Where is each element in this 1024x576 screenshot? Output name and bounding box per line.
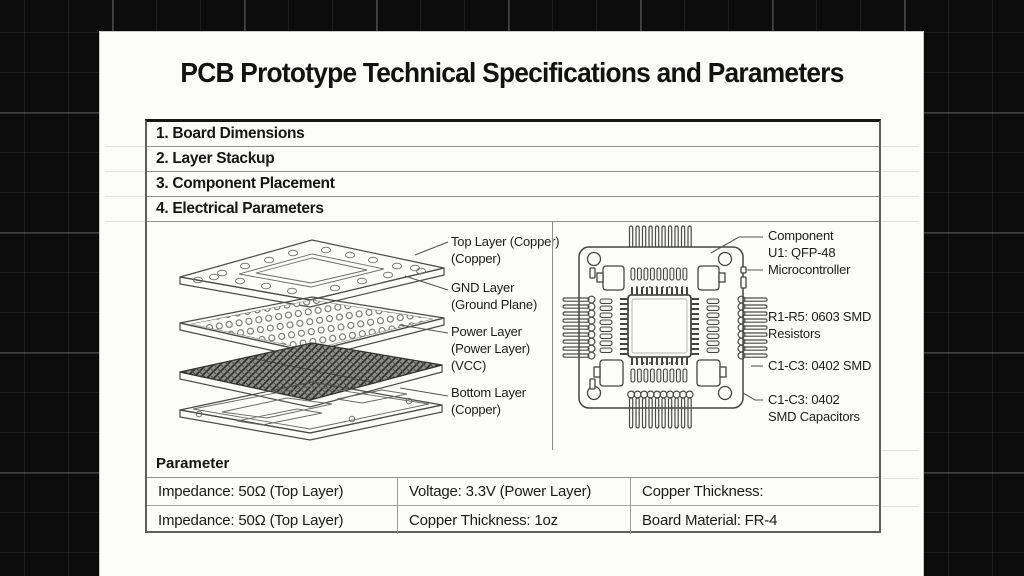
label-top-layer: Top Layer (Copper) (Copper) xyxy=(451,234,560,266)
corner-components xyxy=(589,265,747,390)
left-header-pins xyxy=(562,295,596,360)
component-placement-diagram-cell: Component U1: QFP-48 Microcontroller R1-… xyxy=(552,221,879,450)
right-header-pins xyxy=(737,295,768,360)
ruled-line xyxy=(105,196,145,197)
label-gnd-layer: GND Layer (Ground Plane) xyxy=(451,280,538,312)
bottom-smd-pads xyxy=(630,368,688,383)
ruled-line xyxy=(105,221,145,222)
section-row-layer-stackup: 2. Layer Stackup xyxy=(147,147,879,172)
top-dot-row xyxy=(636,286,684,288)
qfp-chip xyxy=(620,287,699,365)
pcb-top-view-diagram xyxy=(562,225,768,429)
parameter-table-header: Parameter xyxy=(147,450,879,478)
ruled-line xyxy=(882,506,919,507)
label-capacitors: C1-C3: 0402 SMD Capacitors xyxy=(768,392,860,424)
label-bottom-layer: Bottom Layer (Copper) xyxy=(451,385,526,417)
param-cell-impedance-2: Impedance: 50Ω (Top Layer) xyxy=(158,511,344,529)
qfp-pins xyxy=(620,287,699,365)
ruled-line xyxy=(882,221,919,222)
ruled-line xyxy=(105,146,145,147)
param-cell-copper-thickness: Copper Thickness: 1oz xyxy=(397,506,630,534)
page-title: PCB Prototype Technical Specifications a… xyxy=(179,57,844,88)
power-layer-plate xyxy=(179,342,443,408)
param-cell-copper-thickness-empty: Copper Thickness: xyxy=(630,478,879,506)
label-power-layer: Power Layer (Power Layer) (VCC) xyxy=(451,324,531,373)
bottom-dot-row xyxy=(636,362,684,364)
label-resistors: R1-R5: 0603 SMD Resistors xyxy=(768,309,872,341)
layer-stackup-diagram-cell: Top Layer (Copper) (Copper) GND Layer (G… xyxy=(147,221,560,450)
ruled-line xyxy=(882,478,919,479)
ruled-line xyxy=(882,171,919,172)
top-layer-plate xyxy=(179,239,445,308)
section-label: 3. Component Placement xyxy=(156,175,335,192)
ruled-line xyxy=(105,171,145,172)
label-component-u1: Component U1: QFP-48 Microcontroller xyxy=(768,228,851,277)
param-cell-voltage: Voltage: 3.3V (Power Layer) xyxy=(397,478,630,506)
bottom-header-pins xyxy=(627,390,694,429)
bottom-layer-plate xyxy=(179,381,443,441)
diagram-section: Top Layer (Copper) (Copper) GND Layer (G… xyxy=(147,221,879,450)
ruled-line xyxy=(882,196,919,197)
top-smd-pads xyxy=(630,267,688,281)
left-smd-pads xyxy=(599,298,613,354)
ruled-line xyxy=(882,450,919,451)
param-cell-impedance-1: Impedance: 50Ω (Top Layer) xyxy=(147,478,397,506)
document-page: PCB Prototype Technical Specifications a… xyxy=(99,31,924,576)
section-row-board-dimensions: 1. Board Dimensions xyxy=(147,122,879,147)
spec-table: 1. Board Dimensions 2. Layer Stackup 3. … xyxy=(145,119,881,534)
section-label: 4. Electrical Parameters xyxy=(156,200,324,217)
param-cell-board-material: Board Material: FR-4 xyxy=(630,506,879,534)
section-row-component-placement: 3. Component Placement xyxy=(147,172,879,197)
ruled-line xyxy=(882,146,919,147)
right-smd-pads xyxy=(706,298,720,354)
section-row-electrical-parameters: 4. Electrical Parameters xyxy=(147,197,879,222)
section-label: 1. Board Dimensions xyxy=(156,125,305,142)
pcb-exploded-layers-diagram xyxy=(179,239,449,441)
board-leader-lines xyxy=(710,236,763,401)
label-capacitors-smd: C1-C3: 0402 SMD xyxy=(768,358,872,373)
stackup-leader-lines xyxy=(399,241,449,397)
section-label: 2. Layer Stackup xyxy=(156,150,275,167)
